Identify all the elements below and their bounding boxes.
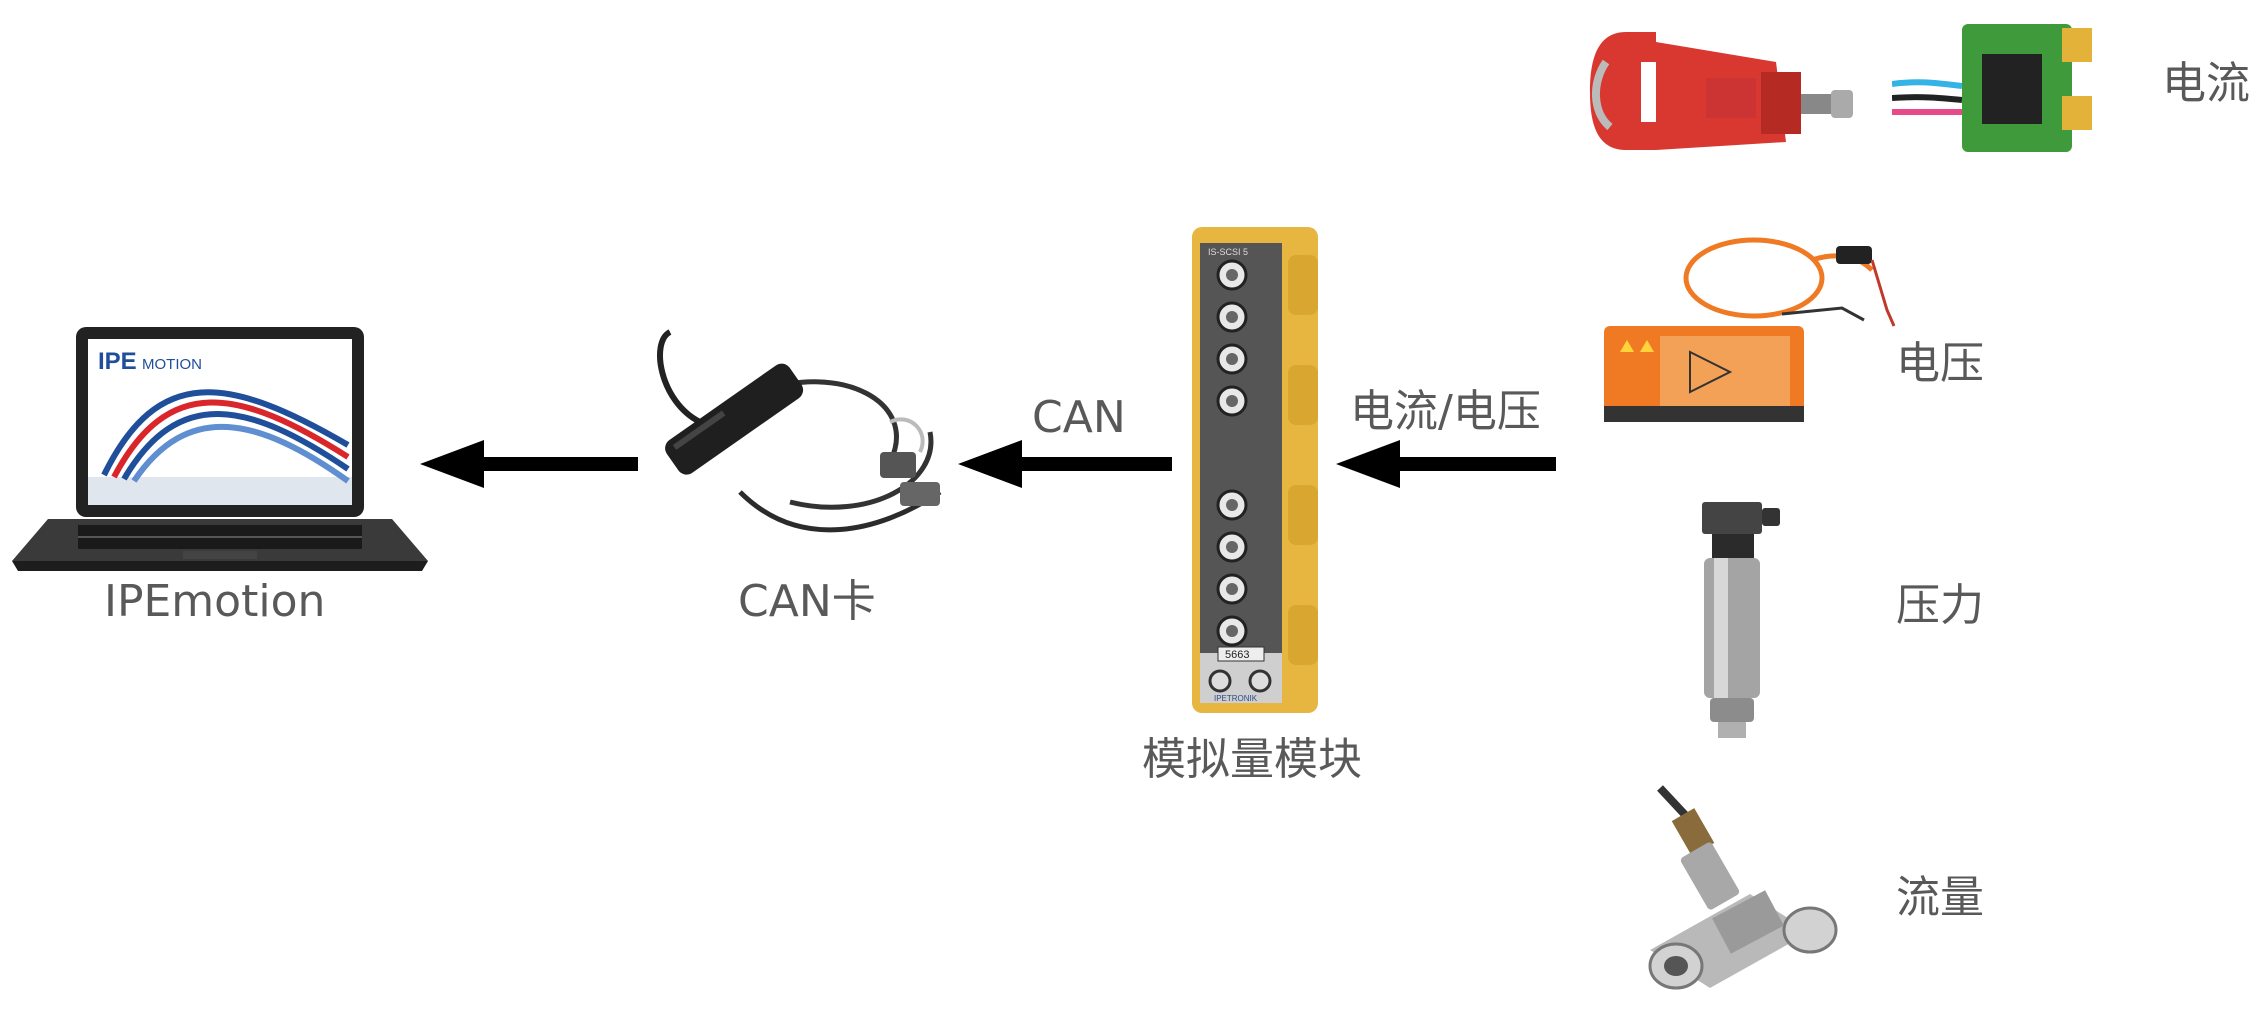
label-analog-module: 模拟量模块 — [1142, 734, 1362, 785]
current-clamp-image — [1590, 32, 1853, 150]
module-top-text: IS-SCSI 5 — [1208, 247, 1248, 257]
label-current: 电流 — [2162, 58, 2250, 109]
module-brand: IPETRONIK — [1214, 694, 1258, 703]
label-can-card: CAN卡 — [738, 576, 876, 627]
label-flow: 流量 — [1896, 872, 1984, 923]
can-card-image — [657, 329, 942, 533]
label-current-voltage: 电流/电压 — [1350, 386, 1541, 437]
label-can: CAN — [1032, 392, 1126, 443]
label-ipemotion: IPEmotion — [104, 576, 326, 627]
pressure-sensor-image — [1702, 502, 1780, 738]
arrow-to-laptop — [420, 440, 638, 488]
arrow-to-module — [1336, 440, 1556, 488]
flow-sensor-image — [1648, 785, 1838, 990]
voltage-cable-image — [1683, 237, 1896, 327]
current-pcb-sensor-image — [1892, 24, 2092, 152]
arrow-to-can-card — [958, 440, 1172, 488]
laptop-logo-ipe: IPE — [98, 348, 137, 375]
laptop-image: IPE MOTION — [12, 327, 428, 571]
label-voltage: 电压 — [1896, 338, 1984, 389]
label-pressure: 压力 — [1896, 580, 1984, 631]
voltage-box-image — [1604, 326, 1804, 422]
analog-module-image: IS-SCSI 5 5663 IPETRONIK — [1192, 227, 1318, 713]
module-model: 5663 — [1225, 649, 1249, 661]
laptop-logo-motion: MOTION — [142, 356, 202, 373]
